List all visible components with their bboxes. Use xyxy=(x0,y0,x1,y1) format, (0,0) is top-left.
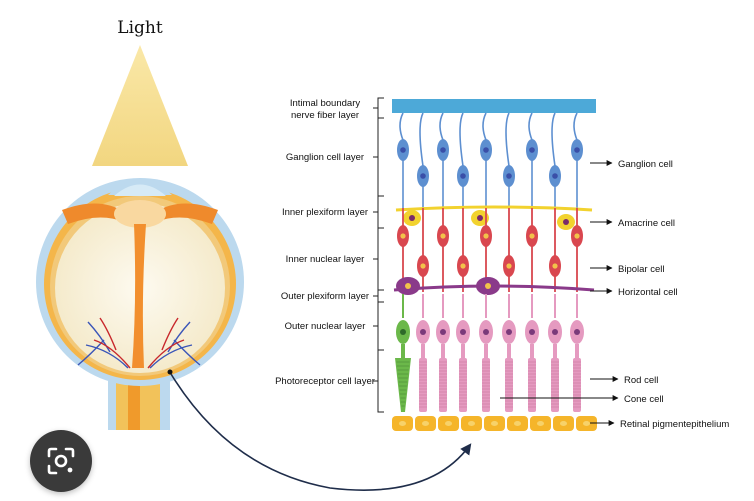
label-retinal-pigment-epithelium: Retinal pigmentepithelium xyxy=(620,419,729,430)
nerve-fiber-band xyxy=(392,99,596,113)
rod-outer-segment xyxy=(459,358,467,412)
layer-bracket xyxy=(373,97,384,119)
layer-bracket xyxy=(373,289,384,303)
rod-outer-segment xyxy=(439,358,447,412)
label-bipolar-cell: Bipolar cell xyxy=(618,264,664,275)
label-amacrine-cell: Amacrine cell xyxy=(618,218,675,229)
layer-label: Ganglion cell layer xyxy=(286,152,364,163)
rod-outer-segment xyxy=(482,358,490,412)
layer-label: Outer plexiform layer xyxy=(281,291,369,302)
label-horizontal-cell: Horizontal cell xyxy=(618,287,678,298)
layer-bracket xyxy=(373,117,384,197)
label-ganglion-cell: Ganglion cell xyxy=(618,159,673,170)
zoom-connector-arrow xyxy=(170,373,472,491)
eye-illustration xyxy=(36,178,244,430)
label-cone-cell: Cone cell xyxy=(624,394,664,405)
cone-outer-segment xyxy=(395,358,411,412)
layer-label: Intimal boundary xyxy=(290,98,360,109)
layer-label: Inner nuclear layer xyxy=(286,254,365,265)
layer-label: Outer nuclear layer xyxy=(285,321,366,332)
cell-labels: Ganglion cell Amacrine cell Bipolar cell… xyxy=(500,159,729,430)
image-search-button[interactable] xyxy=(30,430,92,492)
label-rod-cell: Rod cell xyxy=(624,375,658,386)
layer-label: nerve fiber layer xyxy=(291,110,359,121)
light-title: Light xyxy=(117,18,163,38)
retina-layers xyxy=(392,99,597,431)
layer-bracket xyxy=(373,349,384,413)
layer-bracket xyxy=(373,195,384,229)
layer-bracket xyxy=(373,227,384,291)
light-beam xyxy=(92,45,188,166)
rod-outer-segment xyxy=(419,358,427,412)
layer-bracket xyxy=(373,301,384,351)
layer-label: Photoreceptor cell layer xyxy=(275,376,375,387)
layer-label: Inner plexiform layer xyxy=(282,207,368,218)
image-search-icon xyxy=(47,447,75,475)
amacrine-processes xyxy=(395,205,593,212)
